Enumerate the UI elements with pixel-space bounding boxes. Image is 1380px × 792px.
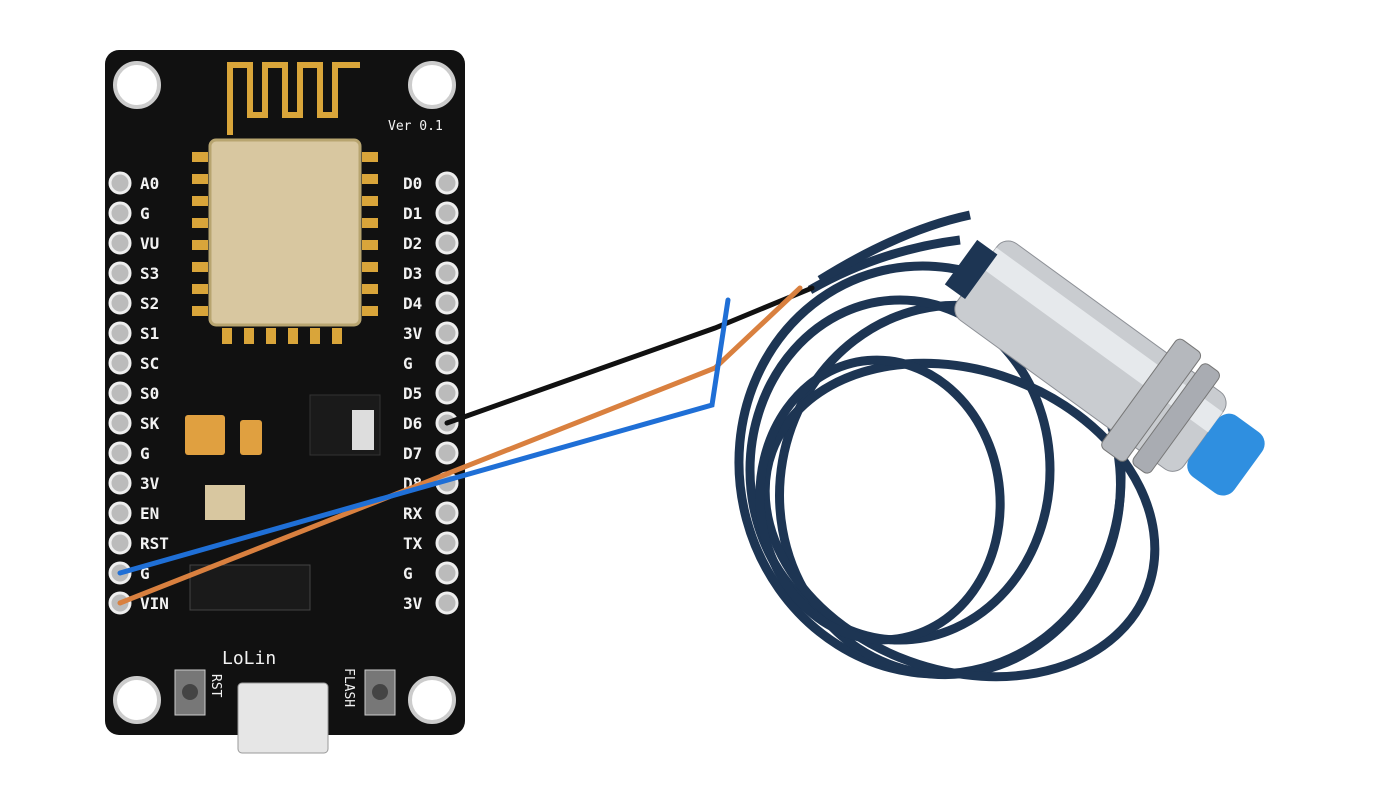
rst-button-label: RST [208, 674, 223, 698]
sensor-cap [1187, 413, 1265, 496]
pin-label: S2 [140, 294, 159, 313]
pin-right-g [435, 561, 459, 585]
pin-label: VU [140, 234, 159, 253]
pin-label: D2 [403, 234, 422, 253]
pin-left-s3 [108, 261, 132, 285]
micro-usb-port[interactable] [237, 682, 329, 754]
esp-module [208, 138, 362, 327]
pin-label: 3V [403, 594, 423, 613]
wifi-antenna-trace [227, 62, 360, 135]
pin-label: 3V [140, 474, 160, 493]
pin-label: G [403, 354, 413, 373]
pin-label: D7 [403, 444, 422, 463]
pin-label: SK [140, 414, 160, 433]
version-label: Ver 0.1 [388, 119, 443, 134]
pin-right-tx [435, 531, 459, 555]
pin-label: TX [403, 534, 423, 553]
pin-left-g [108, 201, 132, 225]
pin-left-sk [108, 411, 132, 435]
pin-right-d4 [435, 291, 459, 315]
pin-left-rst [108, 531, 132, 555]
pin-right-d3 [435, 261, 459, 285]
wires [117, 285, 815, 606]
pin-left-a0 [108, 171, 132, 195]
pin-label: S1 [140, 324, 159, 343]
pin-label: D1 [403, 204, 422, 223]
pin-label: EN [140, 504, 159, 523]
wire-g [117, 297, 731, 576]
pin-label: S0 [140, 384, 159, 403]
pin-left-s0 [108, 381, 132, 405]
pin-label: SC [140, 354, 159, 373]
pin-right-d5 [435, 381, 459, 405]
pin-left-en [108, 501, 132, 525]
pin-label: D4 [403, 294, 422, 313]
pin-left-s2 [108, 291, 132, 315]
pin-left-s1 [108, 321, 132, 345]
pin-left-3v [108, 471, 132, 495]
pin-label: D0 [403, 174, 422, 193]
wire-d6 [444, 285, 815, 426]
pin-label: G [140, 204, 150, 223]
pin-right-d0 [435, 171, 459, 195]
sensor-cable-coil [734, 210, 1160, 682]
pin-label: VIN [140, 594, 169, 613]
pin-right-3v [435, 321, 459, 345]
pin-label: S3 [140, 264, 159, 283]
pin-label: G [140, 444, 150, 463]
pin-left-g [108, 441, 132, 465]
pin-label: A0 [140, 174, 159, 193]
pin-label: D5 [403, 384, 422, 403]
pin-right-d1 [435, 201, 459, 225]
pin-right-d7 [435, 441, 459, 465]
pin-left-vu [108, 231, 132, 255]
flash-button-label: FLASH [341, 668, 356, 707]
pin-label: RX [403, 504, 423, 523]
pin-label: G [140, 564, 150, 583]
pin-right-rx [435, 501, 459, 525]
pin-label: D3 [403, 264, 422, 283]
pin-right-d2 [435, 231, 459, 255]
pin-label: D6 [403, 414, 422, 433]
brand-label: LoLin [222, 648, 276, 669]
inductive-proximity-sensor [944, 239, 1265, 496]
pin-label: G [403, 564, 413, 583]
pin-label: RST [140, 534, 169, 553]
pin-left-sc [108, 351, 132, 375]
wire-vin [117, 285, 803, 606]
pin-right-g [435, 351, 459, 375]
pin-right-3v [435, 591, 459, 615]
pin-label: 3V [403, 324, 423, 343]
